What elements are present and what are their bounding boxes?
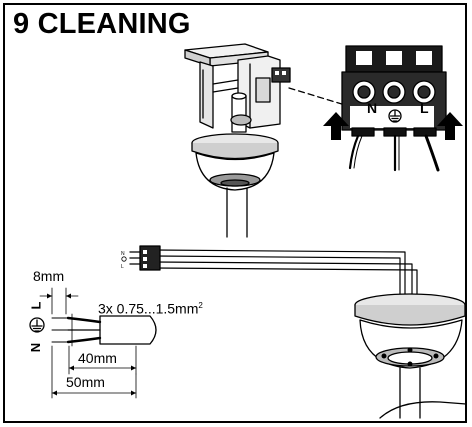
power-cable-route [154, 249, 418, 301]
strip-length-label: 8mm [33, 268, 65, 284]
terminal-block-small: N L [121, 245, 161, 271]
terminal-block-detail [341, 45, 447, 172]
inner-length-label: 40mm [78, 350, 117, 366]
arrow-up-icon [323, 112, 349, 140]
outer-length-label: 50mm [66, 374, 105, 390]
section-title: 9 CLEANING [13, 8, 191, 40]
svg-text:N: N [121, 251, 125, 257]
wire-label-n: N [28, 342, 44, 353]
mounting-bracket [184, 43, 291, 133]
canopy-upper [191, 133, 279, 238]
wire-spec-label: 3x 0.75...1.5mm2 [98, 298, 203, 317]
wire-label-l: L [28, 301, 44, 310]
leader-line [288, 87, 356, 109]
arrow-up-icon [437, 112, 463, 140]
ground-icon [29, 317, 45, 333]
cable-strip-diagram [39, 287, 157, 399]
svg-text:L: L [121, 264, 124, 270]
connector-label-l: L [420, 100, 429, 116]
ground-icon [388, 109, 402, 123]
wire-spec-exponent: 2 [198, 301, 203, 310]
canopy-lower [354, 293, 467, 419]
wire-spec-text: 3x 0.75...1.5mm [98, 300, 199, 317]
connector-label-n: N [367, 100, 378, 116]
